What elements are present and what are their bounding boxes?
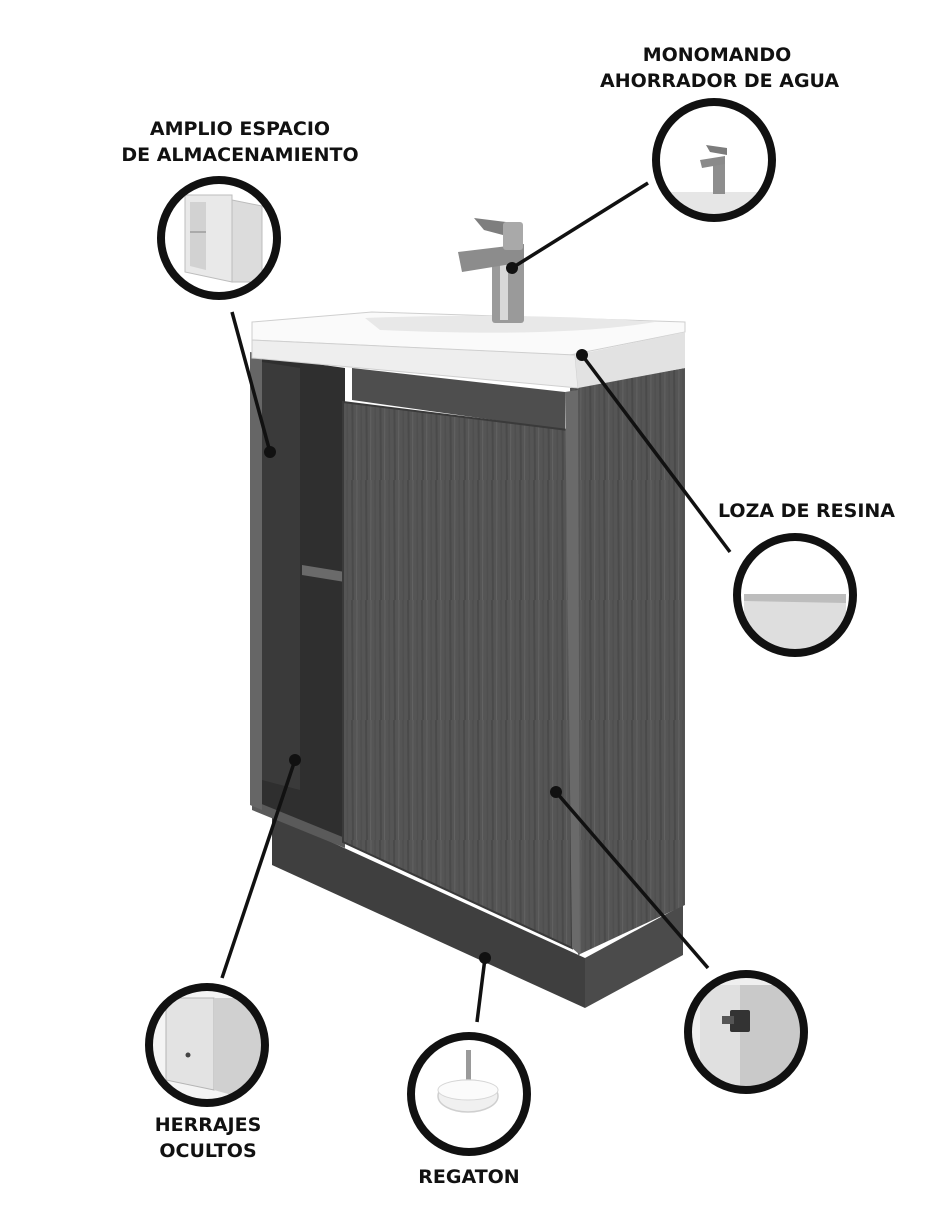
leader-dot-faucet <box>506 262 518 274</box>
leader-line-hinge <box>554 790 710 970</box>
label-hardware-line2: OCULTOS <box>159 1140 257 1162</box>
label-basin-line1: LOZA DE RESINA <box>718 500 896 522</box>
label-storage: AMPLIO ESPACIO DE ALMACENAMIENTO <box>110 116 370 168</box>
label-faucet: MONOMANDO AHORRADOR DE AGUA <box>600 42 840 94</box>
vanity-cabinet <box>250 352 685 1008</box>
leader-lines <box>220 181 732 1023</box>
leader-line-hardware <box>220 759 297 979</box>
basin-bowl <box>365 315 655 333</box>
label-basin: LOZA DE RESINA <box>718 498 896 524</box>
leader-dot-foot <box>479 952 491 964</box>
compartment-inner-wall <box>262 362 300 790</box>
leveling-foot-detail-icon <box>407 1032 531 1156</box>
cabinet-side-panel <box>570 368 685 955</box>
compartment-shelf <box>302 565 345 582</box>
basin-side <box>575 332 685 388</box>
basin-edge-detail-icon <box>733 533 857 657</box>
label-foot-line1: REGATON <box>418 1166 520 1188</box>
leader-dot-storage <box>264 446 276 458</box>
label-storage-line2: DE ALMACENAMIENTO <box>121 144 359 166</box>
cabinet-left-edge <box>250 352 262 810</box>
compartment-bottom <box>252 800 345 848</box>
label-storage-line1: AMPLIO ESPACIO <box>149 118 331 140</box>
panel-hardware-detail-icon <box>145 983 269 1107</box>
label-hardware-line1: HERRAJES <box>154 1114 262 1136</box>
cabinet-plinth <box>272 815 585 1008</box>
faucet <box>458 218 524 323</box>
label-faucet-line1: MONOMANDO <box>642 44 792 66</box>
cabinet-plinth-side <box>585 905 683 1008</box>
faucet-spout <box>458 244 524 272</box>
faucet-lever-cap <box>503 222 523 250</box>
leader-line-foot <box>475 957 487 1023</box>
leader-line-storage <box>230 311 272 453</box>
leader-dots <box>264 262 588 964</box>
label-foot: REGATON <box>404 1164 534 1190</box>
leader-line-faucet <box>511 181 649 270</box>
open-cabinet-detail-icon <box>157 176 281 300</box>
faucet-detail-icon <box>652 98 776 222</box>
leader-dot-hinge <box>550 786 562 798</box>
leader-dot-basin <box>576 349 588 361</box>
leader-dot-hardware <box>289 754 301 766</box>
faucet-body-highlight <box>500 250 508 320</box>
hinge-detail-icon <box>684 970 808 1094</box>
label-hardware: HERRAJES OCULTOS <box>142 1112 274 1164</box>
leader-line-basin <box>580 353 732 554</box>
cabinet-top-rail <box>352 368 565 430</box>
label-faucet-line2: AHORRADOR DE AGUA <box>600 70 840 92</box>
resin-basin <box>251 311 686 389</box>
